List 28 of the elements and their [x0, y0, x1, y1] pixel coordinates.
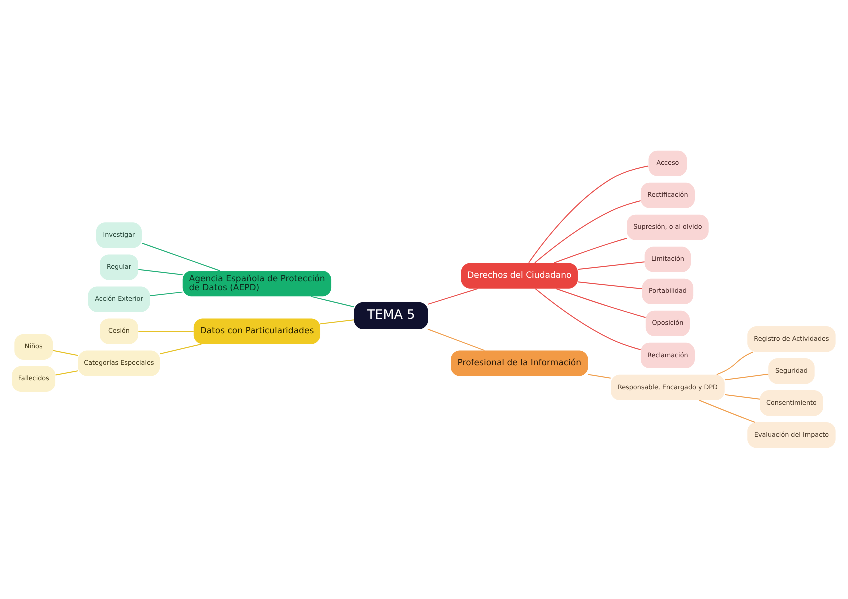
connector — [52, 350, 79, 356]
connector — [160, 344, 202, 355]
connector — [554, 238, 628, 264]
connector — [428, 328, 486, 352]
connector — [528, 166, 650, 264]
connector — [320, 320, 355, 325]
connector — [724, 374, 770, 381]
connector — [310, 296, 355, 308]
connector — [578, 262, 646, 270]
connector — [588, 374, 612, 379]
connector — [699, 400, 756, 423]
connector — [578, 282, 643, 290]
node-box: TEMA 5 — [354, 302, 428, 330]
node-box: Agencia Española de Protección de Datos (AEPD) — [182, 271, 332, 297]
connector — [716, 352, 754, 376]
connector — [138, 269, 184, 276]
connector — [150, 292, 184, 297]
connector — [534, 288, 642, 350]
node-box: Derechos del Ciudadano — [461, 263, 578, 289]
node-box: Datos con Particularidades — [194, 318, 320, 344]
connector — [142, 242, 221, 272]
connector — [138, 331, 194, 332]
connector — [556, 288, 646, 318]
node-box: Profesional de la Información — [451, 350, 588, 376]
connector — [724, 394, 760, 400]
connector — [534, 200, 642, 264]
connector — [428, 288, 479, 305]
connector — [55, 370, 79, 376]
